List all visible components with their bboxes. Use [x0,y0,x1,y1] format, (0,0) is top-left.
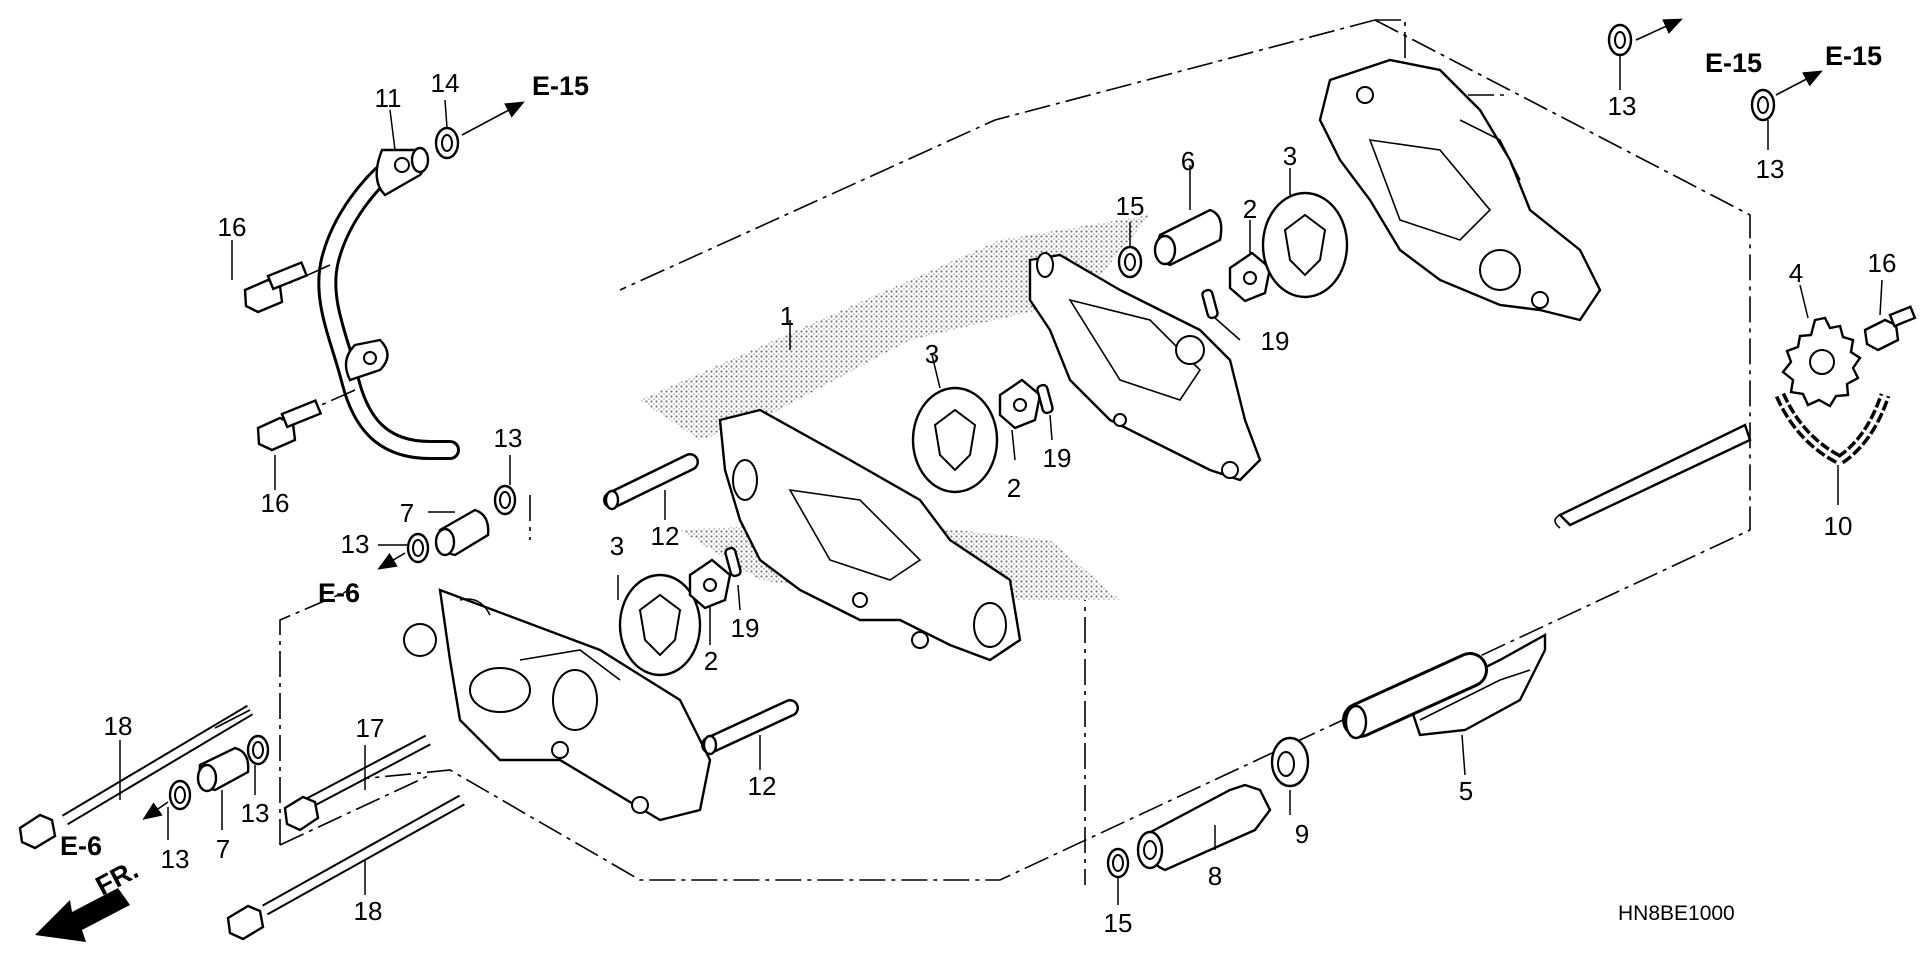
flange-bolt-17[interactable] [283,734,431,832]
label-part-13-top-a: 13 [1608,91,1637,121]
label-part-17: 17 [356,713,385,743]
label-part-19-mid: 19 [1043,443,1072,473]
assembly-outline [279,19,1751,885]
label-part-13-left-mid: 13 [341,529,370,559]
dowel-pipe-12-upper[interactable] [603,453,699,511]
front-label: FR. [91,854,143,901]
flange-bolt-16-upper[interactable] [243,260,331,314]
label-part-3-lower: 3 [610,531,624,561]
chain-guide-strip[interactable] [1554,423,1752,529]
rotor-inner-2-upper[interactable] [1228,251,1272,303]
label-part-2-upper: 2 [1243,194,1257,224]
label-part-16-right: 16 [1868,248,1897,278]
ref-e15-left[interactable]: E-15 [532,71,589,101]
oil-strainer-5[interactable] [1342,632,1547,740]
label-part-2-mid: 2 [1007,473,1021,503]
label-part-14: 14 [431,68,460,98]
label-part-13-bottom-b: 13 [161,844,190,874]
dowel-pipe-12-lower[interactable] [701,699,799,756]
o-ring-14[interactable] [434,126,460,160]
o-ring-13-top-right-b[interactable] [1750,88,1776,122]
drive-chain-10[interactable] [1774,392,1891,467]
label-part-10: 10 [1824,511,1853,541]
label-part-6: 6 [1181,146,1195,176]
ref-e6-upper[interactable]: E-6 [318,578,360,608]
label-part-13-left-top: 13 [494,423,523,453]
dowel-19-lower[interactable] [724,546,742,578]
label-part-13-bottom-a: 13 [241,798,270,828]
label-part-12-upper: 12 [651,521,680,551]
label-part-7-top: 7 [400,498,414,528]
label-part-16-upper: 16 [218,212,247,242]
o-ring-13-top-right-a[interactable] [1607,23,1633,57]
label-part-7-bottom: 7 [216,834,230,864]
label-part-15-upper: 15 [1116,191,1145,221]
seal-9[interactable] [1270,736,1310,788]
label-part-13-top-b: 13 [1756,154,1785,184]
oil-pump-plate[interactable] [1028,252,1262,482]
leader-lines [119,55,1883,905]
label-part-19-lower: 19 [731,613,760,643]
label-part-5: 5 [1459,776,1473,806]
oil-pump-body-left[interactable] [403,588,712,822]
rotor-outer-3-lower[interactable] [618,573,702,677]
label-part-1: 1 [780,301,794,331]
o-ring-13-left-top[interactable] [493,484,517,516]
label-part-12-lower: 12 [748,771,777,801]
label-part-3-mid: 3 [925,339,939,369]
label-part-4: 4 [1789,258,1803,288]
dowel-19-upper[interactable] [1201,288,1219,320]
oil-pump-cover-upper[interactable] [1318,58,1602,322]
front-direction-arrow: FR. [35,854,143,942]
rotor-outer-3-upper[interactable] [1261,191,1349,299]
o-ring-15-upper[interactable] [1117,245,1143,279]
o-ring-13-left-bottom-2[interactable] [246,734,270,766]
relief-valve-6[interactable] [1153,208,1223,267]
o-ring-13-left-bottom[interactable] [168,779,192,811]
label-part-8: 8 [1208,861,1222,891]
ref-e6-lower[interactable]: E-6 [60,831,102,861]
label-part-19-upper: 19 [1261,326,1290,356]
plug-7-top[interactable] [434,508,490,557]
flange-bolt-16-right[interactable] [1863,305,1917,352]
o-ring-15-lower[interactable] [1106,847,1130,879]
rotor-outer-3-mid[interactable] [911,386,999,494]
o-ring-13-left-mid[interactable] [406,532,430,564]
label-part-15-lower: 15 [1104,908,1133,938]
oil-pipe-8[interactable] [1136,783,1272,872]
reference-arrows [142,18,1823,820]
label-part-3-upper: 3 [1283,141,1297,171]
label-part-2-lower: 2 [704,646,718,676]
label-part-11: 11 [375,83,402,113]
diagram-code: HN8BE1000 [1618,902,1735,925]
label-part-9: 9 [1295,819,1309,849]
reference-labels: E-15 E-15 E-15 E-6 E-6 [60,41,1882,861]
flange-bolt-18-lower[interactable] [226,794,465,941]
label-part-18-upper: 18 [104,711,133,741]
rotor-inner-2-mid[interactable] [998,378,1042,430]
ref-e15-right[interactable]: E-15 [1825,41,1882,71]
part-labels: 1 2 2 2 3 3 3 4 5 6 7 7 8 9 10 11 12 12 … [104,68,1897,938]
dowel-19-mid[interactable] [1036,383,1054,415]
rotor-inner-2-lower[interactable] [688,558,732,610]
plug-7-bottom[interactable] [196,746,250,793]
label-part-16-lower: 16 [261,488,290,518]
label-part-18-lower: 18 [354,896,383,926]
ref-e15-mid[interactable]: E-15 [1705,48,1762,78]
flange-bolt-16-lower[interactable] [256,389,356,452]
flange-bolt-18-upper[interactable] [18,704,254,850]
oil-pipe[interactable] [317,146,460,460]
drive-sprocket-4[interactable] [1781,316,1862,408]
oil-pump-body-center[interactable] [718,408,1022,662]
